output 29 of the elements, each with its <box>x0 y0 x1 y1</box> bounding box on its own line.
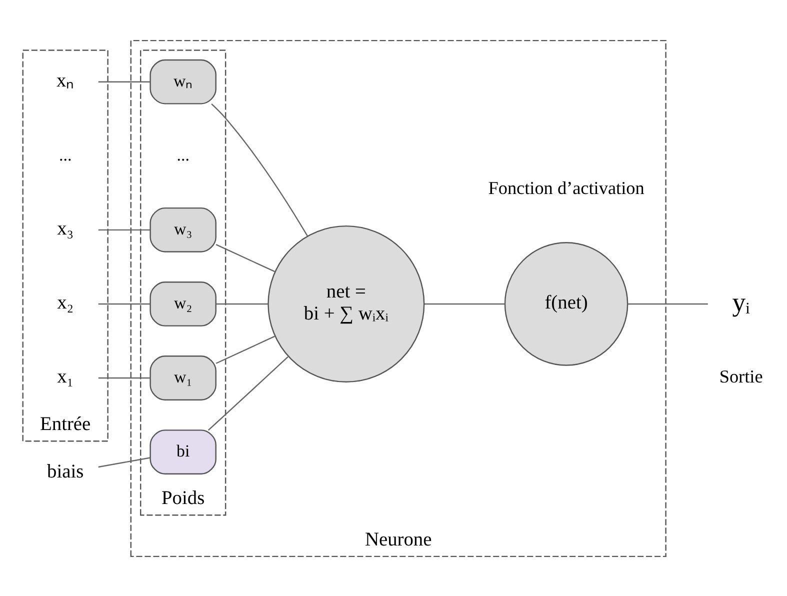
connector <box>98 228 150 230</box>
connector <box>216 302 268 304</box>
connector <box>208 356 288 430</box>
connector <box>424 302 505 304</box>
node-box: w₃ <box>150 206 216 252</box>
node-box: wₙ <box>150 58 216 104</box>
node-text: x₃ <box>57 218 74 240</box>
label: ... <box>176 144 190 164</box>
node-text: x₁ <box>57 366 74 388</box>
connector <box>98 456 150 468</box>
node-label: Fonction d’activation <box>488 178 644 198</box>
node-box: w₂ <box>150 281 216 326</box>
label: ... <box>58 144 72 164</box>
node-box: w₁ <box>150 355 216 400</box>
connector <box>211 102 308 236</box>
node-text: yᵢ <box>732 286 750 316</box>
node-text: xₙ <box>56 70 74 91</box>
node-box: bi <box>150 429 216 474</box>
node-text: biais <box>47 460 84 482</box>
connector <box>98 80 150 82</box>
node-label: Sortie <box>719 366 763 386</box>
connector <box>216 244 275 272</box>
node-circle: net = bi + ∑ wᵢxᵢ <box>268 224 425 382</box>
connector <box>628 302 708 304</box>
connector <box>98 376 150 378</box>
node-circle: f(net) <box>504 242 628 366</box>
connector <box>98 302 150 304</box>
connector <box>216 335 275 364</box>
node-text: x₂ <box>57 292 74 314</box>
